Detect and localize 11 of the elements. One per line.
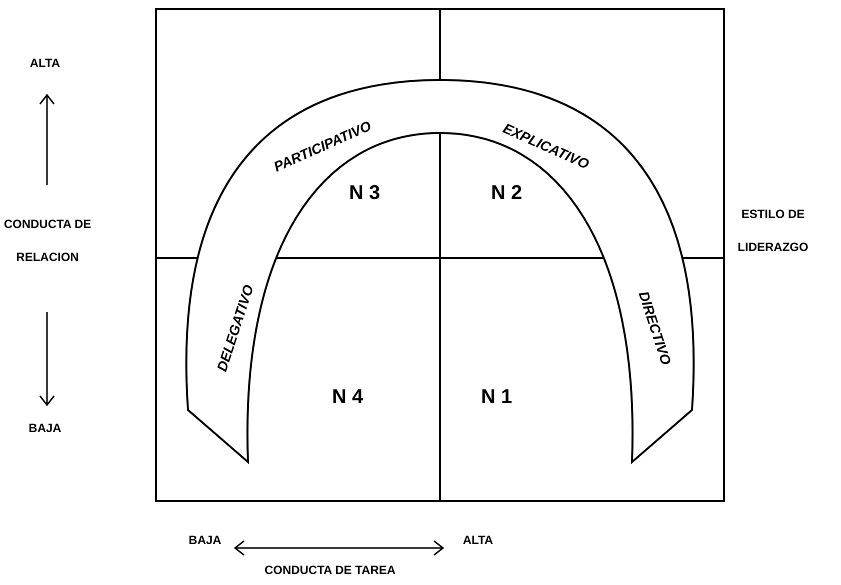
quadrant-label: N 2 xyxy=(491,182,522,205)
axis-label: ALTA xyxy=(28,55,62,71)
axis-label: BAJA xyxy=(188,532,222,548)
axis-label: ESTILO DE LIDERAZGO xyxy=(736,206,810,256)
axis-label: CONDUCTA DE TAREA xyxy=(263,562,397,578)
axis-label: ALTA xyxy=(462,532,494,548)
quadrant-label: N 4 xyxy=(332,386,364,409)
quadrant-label: N 1 xyxy=(481,386,512,409)
axis-label: BAJA xyxy=(28,420,62,436)
quadrant-label: N 3 xyxy=(349,182,380,205)
axis-label: CONDUCTA DE RELACION xyxy=(2,216,92,266)
